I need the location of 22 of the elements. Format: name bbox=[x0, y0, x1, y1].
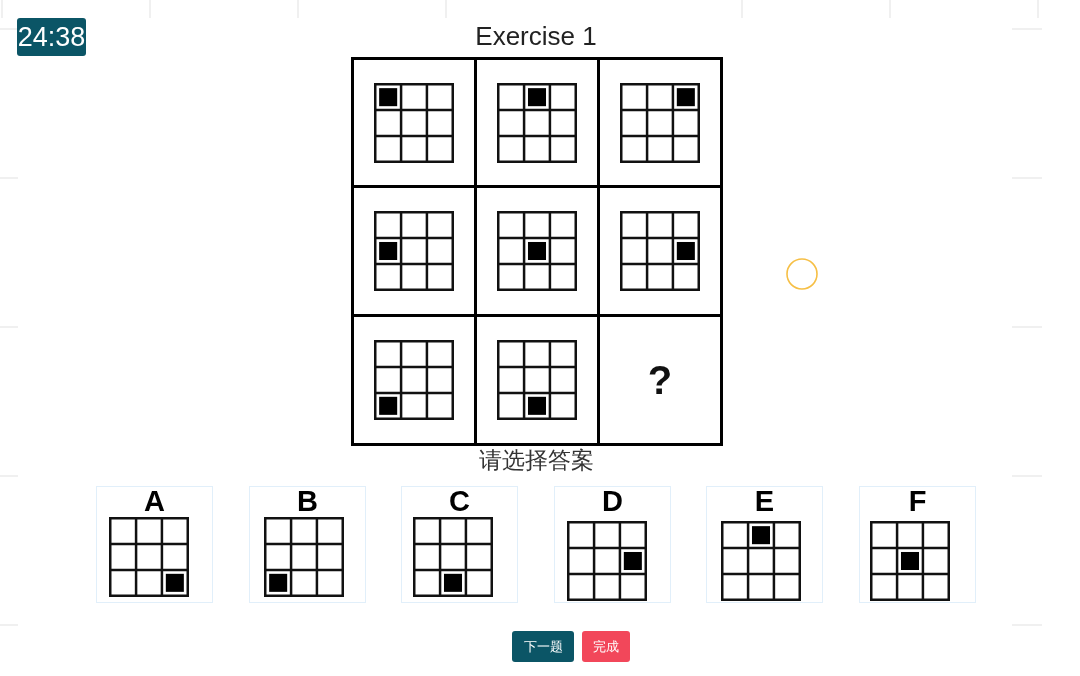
answer-option-card bbox=[706, 486, 823, 603]
answer-option-card bbox=[859, 486, 976, 603]
exercise-title: Exercise 1 bbox=[475, 21, 597, 51]
puzzle-cell bbox=[597, 57, 723, 188]
puzzle-cell bbox=[351, 314, 477, 446]
question-mark: ? bbox=[647, 359, 673, 401]
option-letter: D bbox=[602, 487, 623, 516]
puzzle-cell bbox=[597, 314, 723, 446]
answer-option-card bbox=[249, 486, 366, 603]
instruction-text: 请选择答案 bbox=[478, 446, 594, 474]
option-letter: B bbox=[297, 487, 318, 516]
option-letter: F bbox=[908, 487, 927, 516]
answer-option-card bbox=[554, 486, 671, 603]
next-question-button: 下一题 bbox=[512, 631, 574, 662]
option-letter: A bbox=[144, 487, 165, 516]
answer-option-card bbox=[96, 486, 213, 603]
finish-button: 完成 bbox=[582, 631, 630, 662]
answer-option-card bbox=[401, 486, 518, 603]
option-letter: E bbox=[754, 487, 775, 516]
puzzle-cell bbox=[351, 57, 477, 188]
option-letter: C bbox=[449, 487, 470, 516]
countdown-timer: 24:38 bbox=[17, 18, 86, 56]
